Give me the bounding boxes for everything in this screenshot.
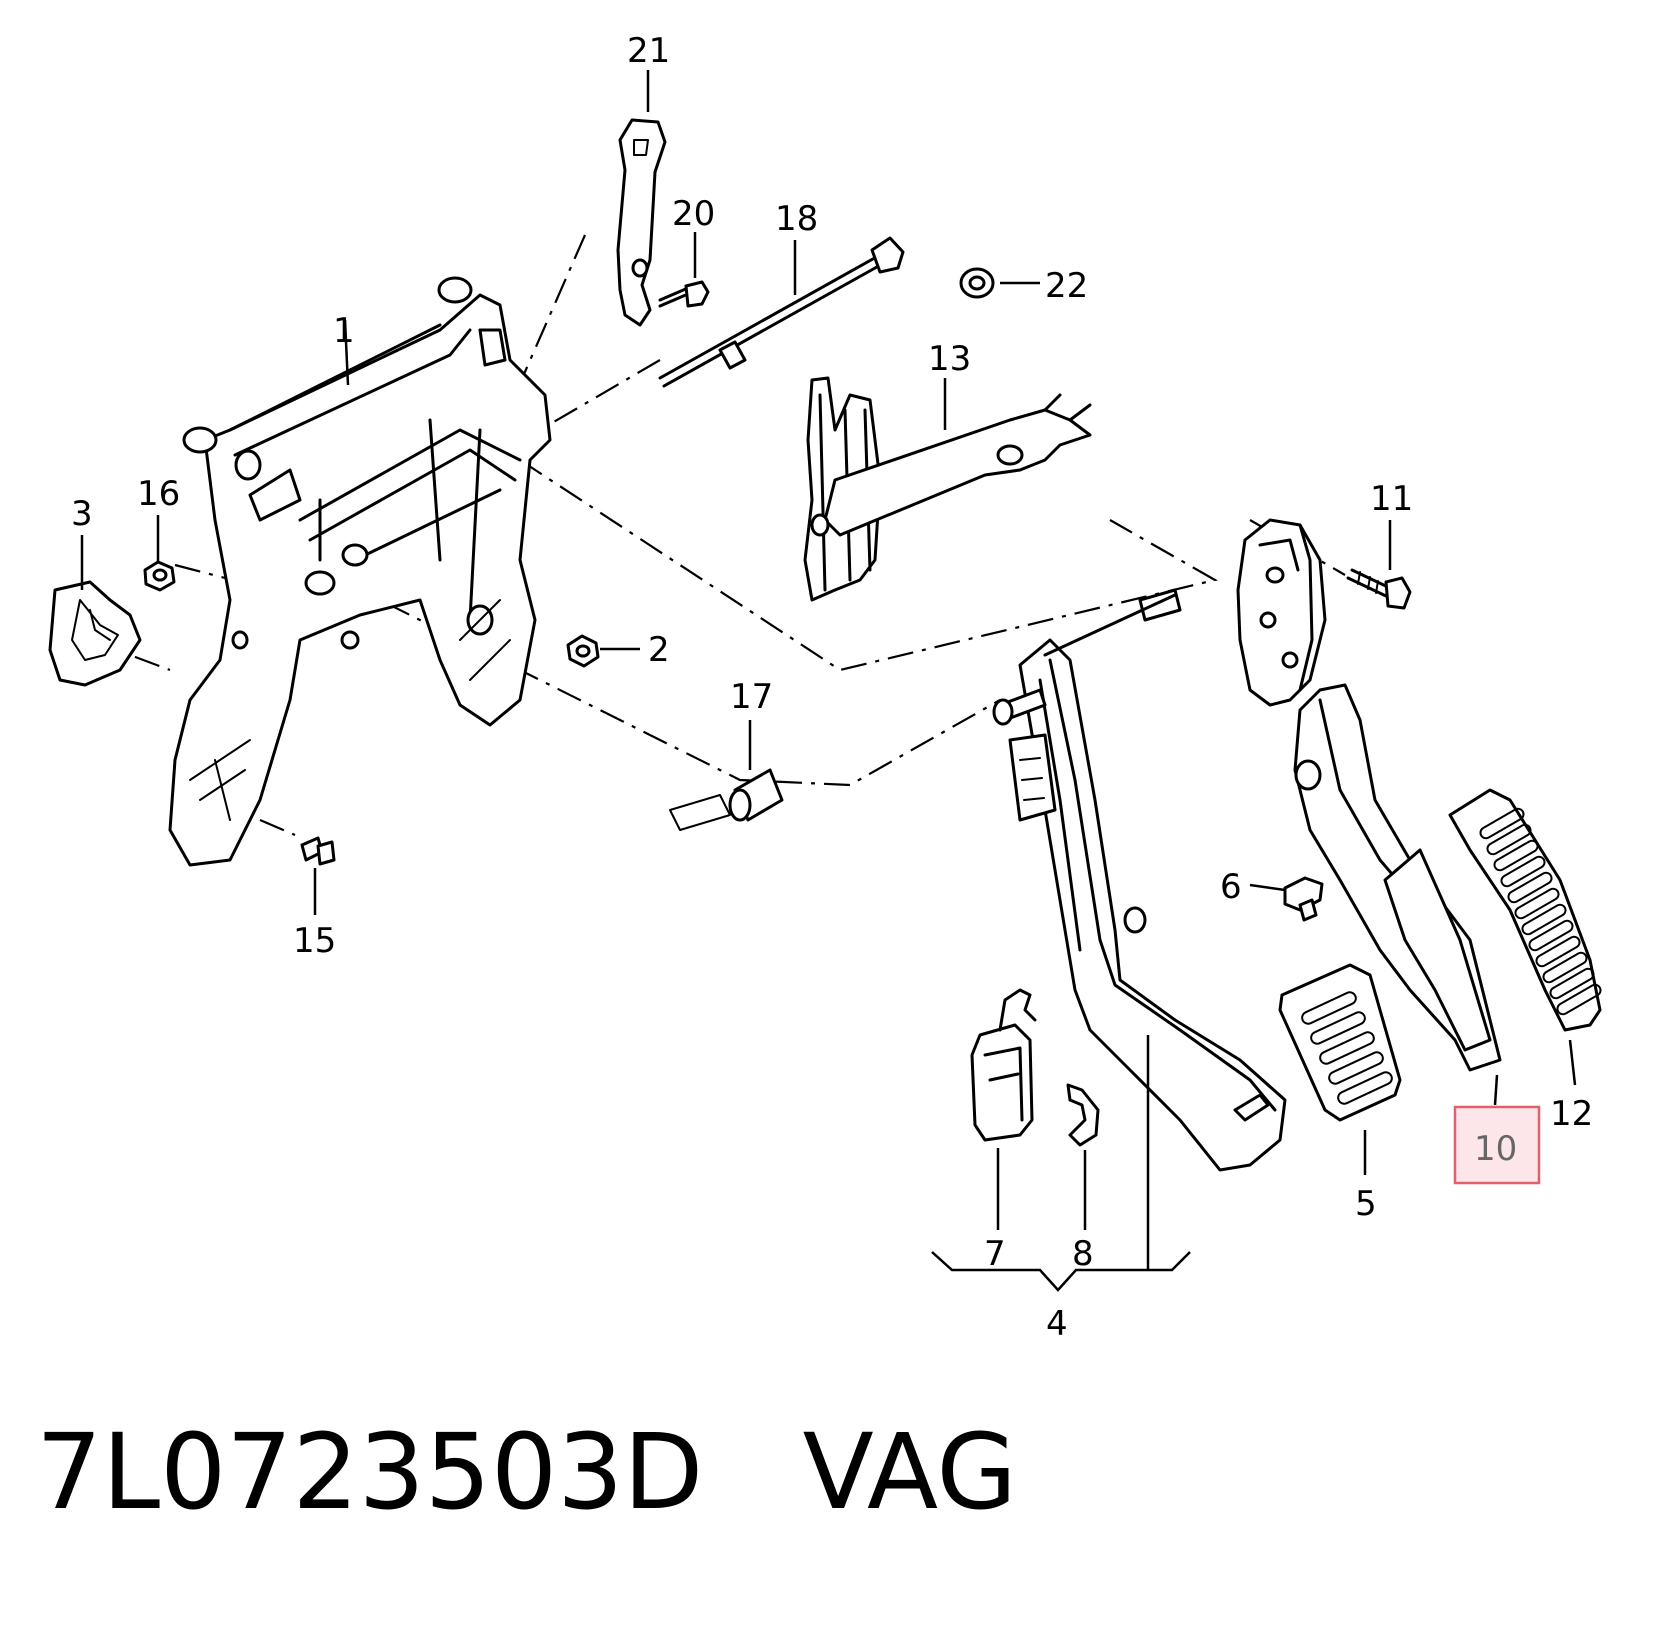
callout-7: 7 xyxy=(984,1234,1006,1274)
accelerator-pad-part-12 xyxy=(1448,788,1602,1032)
stop-buffer-part-6 xyxy=(1283,876,1324,922)
lever-fork-part-13 xyxy=(803,376,1092,602)
pad-slot xyxy=(1542,951,1588,984)
pad-slot xyxy=(1319,1031,1375,1065)
callout-leaders xyxy=(80,70,1577,1292)
pad-slot xyxy=(1521,903,1567,936)
brake-pad-part-5 xyxy=(1278,963,1402,1122)
pad-slot xyxy=(1310,1011,1366,1045)
pad-slot xyxy=(1556,983,1602,1016)
pad-slot xyxy=(1549,967,1595,1000)
clutch-pedal-part-4 xyxy=(992,588,1287,1172)
callout-6: 6 xyxy=(1220,867,1242,907)
spring-clip-part-8 xyxy=(1066,1083,1100,1147)
pad-slot xyxy=(1500,855,1546,888)
callout-20: 20 xyxy=(672,194,715,234)
callout-3: 3 xyxy=(71,494,93,534)
callout-17: 17 xyxy=(730,677,773,717)
callout-16: 16 xyxy=(137,474,180,514)
caption-gap xyxy=(703,1411,802,1533)
callout-10-highlight xyxy=(1453,1105,1541,1185)
callout-8: 8 xyxy=(1072,1234,1094,1274)
callout-12: 12 xyxy=(1550,1094,1593,1134)
bushing-part-17 xyxy=(669,768,784,831)
pad-5-slots xyxy=(1301,991,1393,1105)
callout-13: 13 xyxy=(928,339,971,379)
clip-part-7 xyxy=(970,988,1037,1142)
pedal-bracket-part-1 xyxy=(168,276,552,867)
callout-15: 15 xyxy=(293,921,336,961)
pad-slot xyxy=(1486,823,1532,856)
pad-slot xyxy=(1528,919,1574,952)
callout-labels: 21 20 18 22 13 1 3 16 2 17 15 6 11 12 10… xyxy=(71,31,1593,1344)
pad-slot xyxy=(1507,871,1553,904)
bracket-plate-part-21 xyxy=(616,118,667,327)
callout-2: 2 xyxy=(648,630,670,670)
stud-part-15 xyxy=(300,836,336,866)
accelerator-module xyxy=(1236,518,1327,707)
pad-slot xyxy=(1514,887,1560,920)
accelerator-arm xyxy=(1293,683,1502,1072)
pad-slot xyxy=(1337,1071,1393,1105)
callout-4: 4 xyxy=(1046,1304,1068,1344)
callout-5: 5 xyxy=(1355,1184,1377,1224)
pad-slot xyxy=(1493,839,1539,872)
brand-name: VAG xyxy=(802,1411,1017,1533)
callout-10: 10 xyxy=(1474,1129,1517,1169)
callout-21: 21 xyxy=(627,31,670,71)
plate-part-3 xyxy=(48,580,142,687)
callout-11: 11 xyxy=(1370,479,1413,519)
clip-ring-part-22 xyxy=(959,267,995,299)
push-rod-part-18 xyxy=(658,236,905,388)
pad-slot xyxy=(1479,807,1525,840)
nut-part-2 xyxy=(566,634,600,668)
bolt-part-11 xyxy=(1346,568,1412,610)
bolt-part-20 xyxy=(658,280,710,308)
pad-slot xyxy=(1535,935,1581,968)
callout-18: 18 xyxy=(775,199,818,239)
part-number-caption: 7L0723503D VAG xyxy=(36,1420,1017,1524)
part-number: 7L0723503D xyxy=(36,1411,704,1533)
pad-slot xyxy=(1328,1051,1384,1085)
pad-12-slots xyxy=(1479,807,1602,1016)
nut-part-16 xyxy=(143,560,176,592)
pad-slot xyxy=(1301,991,1357,1025)
callout-22: 22 xyxy=(1045,266,1088,306)
callout-1: 1 xyxy=(333,311,355,351)
